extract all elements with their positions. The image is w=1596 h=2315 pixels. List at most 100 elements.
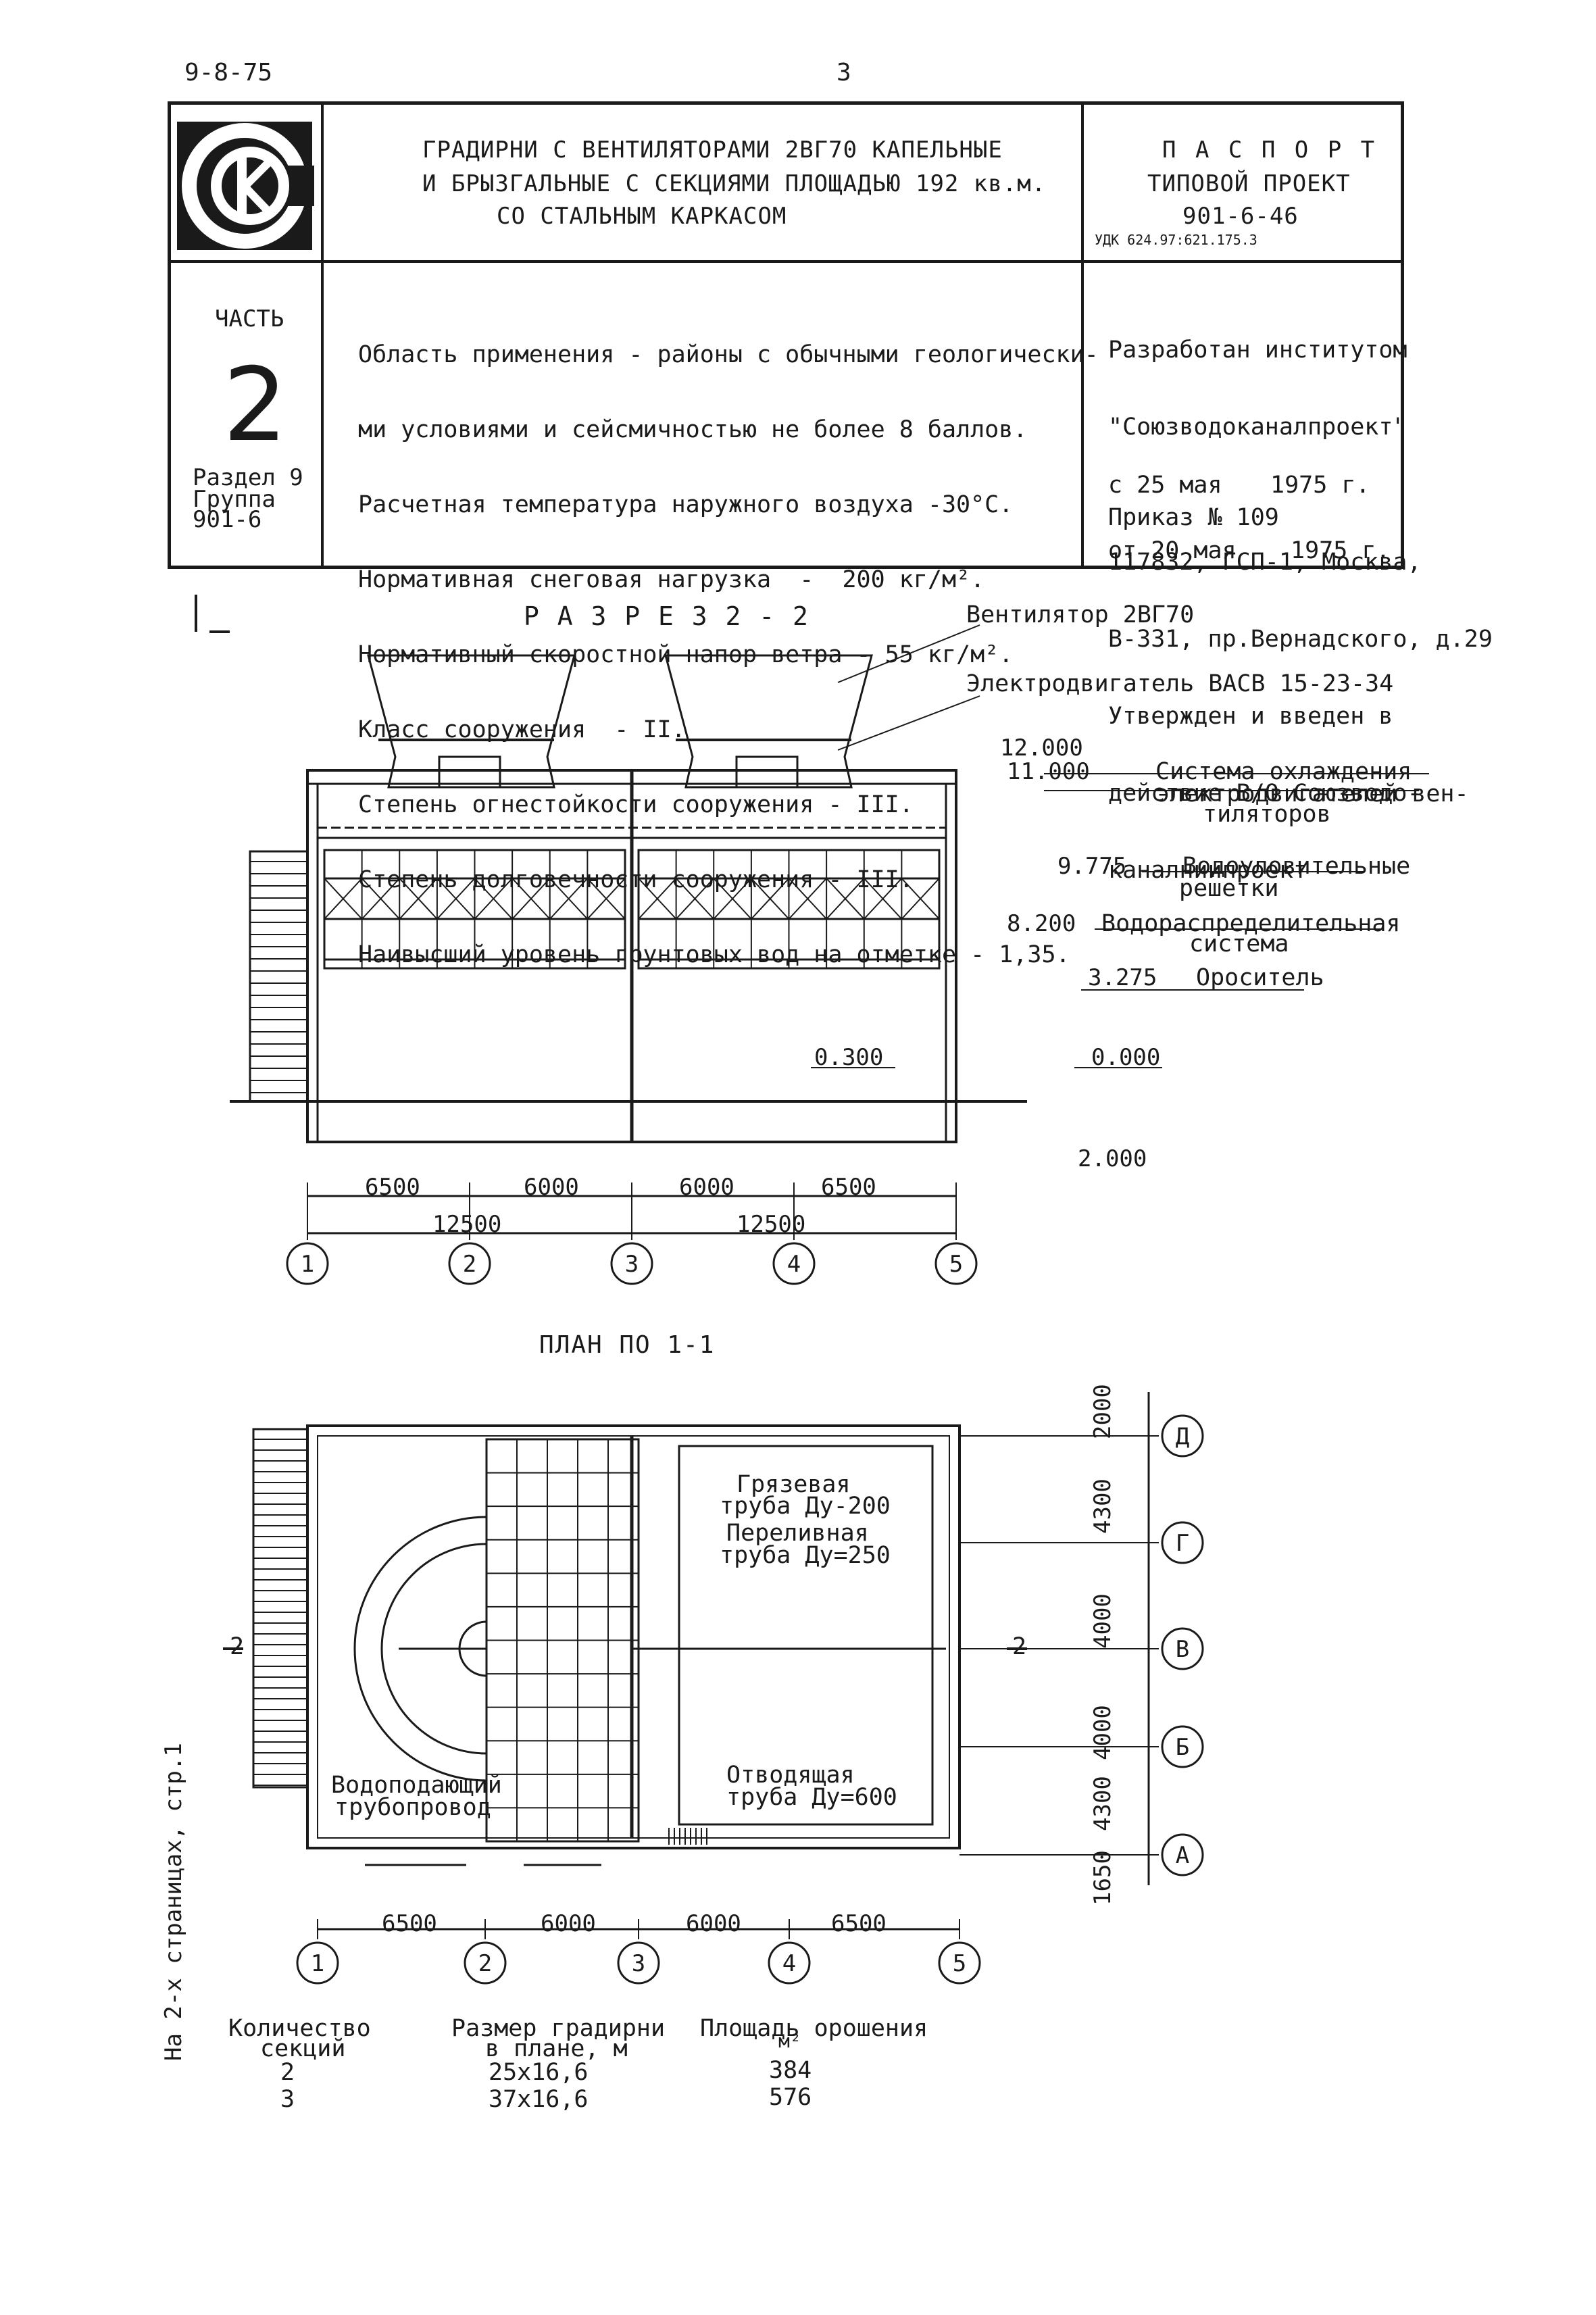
plan-row-axis-label-Б: Б [1176, 1734, 1189, 1761]
plan-axis-label-1: 1 [311, 1950, 324, 1977]
cooling-line-1: Система охлаждения [1155, 758, 1412, 785]
plan-title: ПЛАН ПО 1-1 [539, 1331, 716, 1359]
row-1-sections: 2 [280, 2059, 295, 2086]
row-2-size: 37x16,6 [489, 2086, 589, 2113]
outlet-pipe-line-2: труба Ду=600 [726, 1784, 897, 1811]
side-note: На 2-х страницах, стр.1 [160, 1743, 187, 2061]
plan-axis-5 [938, 1941, 981, 1985]
plan-dim-1: 6500 [382, 1910, 437, 1937]
section-axis-1 [286, 1242, 329, 1285]
cooling-line-3: тиляторов [1203, 801, 1331, 828]
plan-axis-3 [617, 1941, 660, 1985]
plan-row-axis-label-Г: Г [1176, 1530, 1189, 1557]
elev-0000: 0.000 [1091, 1044, 1161, 1071]
dirt-pipe-line-1: Грязевая [737, 1471, 851, 1498]
plan-dim-3: 6000 [686, 1910, 741, 1937]
distrib-line-1: Водораспределительная [1101, 910, 1401, 937]
section-axis-label-5: 5 [949, 1251, 963, 1278]
elev-3275: 3.275 [1088, 964, 1157, 991]
fan-left-icon [367, 654, 576, 789]
motor-label: Электродвигатель ВАСВ 15-23-34 [966, 670, 1394, 697]
supply-pipe-line-2: трубопровод [334, 1794, 491, 1821]
section-axis-label-3: 3 [625, 1251, 639, 1278]
plan-vdim-5: 4300 [1089, 1776, 1116, 1831]
sheet-code: 9-8-75 [184, 59, 273, 86]
page-number: 3 [837, 59, 851, 86]
plan-vdim-6: 1650 [1089, 1850, 1116, 1906]
dirt-pipe-line-2: труба Ду-200 [720, 1493, 891, 1520]
plan-vdim-3: 4000 [1089, 1593, 1116, 1649]
col-header-2b: в плане, м [485, 2035, 628, 2062]
plan-cut-left: 2 [230, 1633, 245, 1660]
catcher-line-2: решетки [1179, 875, 1279, 902]
catcher-line-1: Водоуловительные [1182, 853, 1411, 880]
section-axis-label-1: 1 [301, 1251, 314, 1278]
section-title: Р А З Р Е З 2 - 2 [524, 601, 809, 631]
sec-span-1: 12500 [432, 1211, 502, 1238]
section-axis-label-4: 4 [787, 1251, 801, 1278]
row-2-area: 576 [769, 2084, 812, 2111]
title-line-2: И БРЫЗГАЛЬНЫЕ С СЕКЦИЯМИ ПЛОЩАДЬЮ 192 кв… [422, 170, 1047, 197]
overflow-pipe-line-1: Переливная [726, 1520, 869, 1547]
project-type: ТИПОВОЙ ПРОЕКТ [1147, 170, 1351, 197]
row-1-size: 25x16,6 [489, 2059, 589, 2086]
passport-title: П А С П О Р Т [1162, 136, 1378, 164]
part-number: 2 [223, 347, 288, 464]
plan-vdim-4: 4000 [1089, 1705, 1116, 1760]
plan-row-axis-label-Д: Д [1176, 1423, 1189, 1450]
plan-row-axis-label-А: А [1176, 1842, 1189, 1869]
overflow-pipe-line-2: труба Ду=250 [720, 1542, 891, 1569]
plan-row-axis-Г [1161, 1521, 1204, 1564]
plan-dim-2: 6000 [541, 1910, 596, 1937]
approval-from-year: 1975 г. [1270, 472, 1370, 499]
sec-dim-4: 6500 [821, 1174, 876, 1201]
plan-vdim-1: 2000 [1089, 1384, 1116, 1439]
section-axis-2 [448, 1242, 491, 1285]
scope-text: Область применения - районы с обычными г… [358, 341, 1099, 968]
distrib-line-2: система [1189, 930, 1289, 957]
col-header-1b: секций [260, 2035, 346, 2062]
section-line-2: Группа [193, 486, 276, 513]
udc-code: УДК 624.97:621.175.3 [1095, 232, 1257, 248]
section-axis-5 [934, 1242, 978, 1285]
elev-2000: 2.000 [1078, 1145, 1147, 1172]
elev-0300: 0.300 [814, 1044, 884, 1071]
section-line-3: 901-6 [193, 506, 262, 533]
col-header-2a: Размер градирни [451, 2015, 666, 2042]
sec-dim-1: 6500 [365, 1174, 420, 1201]
approval-date-year: 1975 г. [1291, 537, 1391, 564]
plan-row-axis-Б [1161, 1725, 1204, 1768]
col-header-3b: м² [778, 2030, 801, 2052]
plan-axis-1 [296, 1941, 339, 1985]
section-line-1: Раздел 9 [193, 464, 303, 491]
fill-label: Ороситель [1196, 964, 1324, 991]
elev-8200: 8.200 [1007, 910, 1076, 937]
title-block [168, 101, 1404, 569]
plan-axis-4 [768, 1941, 811, 1985]
fan-label: Вентилятор 2ВГ70 [966, 601, 1195, 628]
plan-vdim-2: 4300 [1089, 1478, 1116, 1534]
supply-pipe-line-1: Водоподающий [331, 1772, 502, 1799]
cooling-line-2: электродвигателей вен- [1155, 780, 1469, 807]
approval-date: от 20 мая [1108, 537, 1237, 564]
plan-row-axis-В [1161, 1627, 1204, 1670]
section-axis-4 [772, 1242, 816, 1285]
plan-row-axis-Д [1161, 1414, 1204, 1458]
elev-11000: 11.000 [1007, 758, 1090, 785]
row-1-area: 384 [769, 2057, 812, 2084]
plan-axis-label-2: 2 [478, 1950, 492, 1977]
plan-dim-4: 6500 [831, 1910, 887, 1937]
project-number: 901-6-46 [1182, 203, 1299, 230]
section-axis-3 [610, 1242, 653, 1285]
plan-axis-label-4: 4 [782, 1950, 796, 1977]
elev-12000: 12.000 [1000, 735, 1083, 762]
row-2-sections: 3 [280, 2086, 295, 2113]
plan-cut-right: 2 [1012, 1633, 1027, 1660]
elev-9775: 9.775 [1057, 853, 1127, 880]
title-line-1: ГРАДИРНИ С ВЕНТИЛЯТОРАМИ 2ВГ70 КАПЕЛЬНЫЕ [422, 136, 1003, 164]
sec-dim-2: 6000 [524, 1174, 579, 1201]
col-header-3a: Площадь орошения [700, 2015, 928, 2042]
developer-text: Разработан институтом "Союзводоканалпрое… [1108, 337, 1493, 884]
